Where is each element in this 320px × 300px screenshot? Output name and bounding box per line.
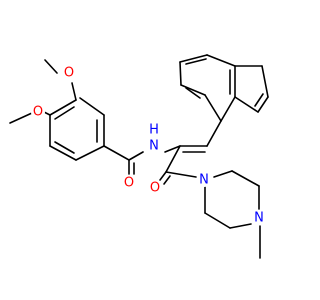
svg-text:O: O bbox=[64, 66, 74, 81]
bond-vinyl-naphthyl bbox=[206, 120, 222, 147]
molecule-structure: O O O N H O N N bbox=[9, 54, 269, 259]
atom-n-amide: N bbox=[147, 139, 161, 154]
atom-n-piperazine-1: N bbox=[197, 173, 211, 188]
svg-text:O: O bbox=[150, 181, 160, 196]
svg-text:O: O bbox=[124, 176, 134, 191]
bond-carbonyl-o-double bbox=[128, 159, 135, 175]
bond-methyl-top bbox=[44, 59, 58, 74]
svg-text:N: N bbox=[149, 139, 159, 154]
bond-vinyl-carbonyl bbox=[165, 145, 181, 173]
bond-vinyl-double bbox=[179, 145, 208, 153]
dimethoxyphenyl-ring bbox=[49, 97, 105, 161]
bond-carbonyl2-o-double bbox=[159, 171, 171, 185]
atom-o-methoxy-top: O bbox=[62, 66, 76, 81]
atom-o-amide-piperazine: O bbox=[148, 181, 162, 196]
bond-ring-o-top bbox=[71, 82, 77, 101]
bond-ring-carbonyl bbox=[103, 145, 130, 161]
bond-ring-o-left bbox=[43, 111, 51, 116]
piperazine-ring bbox=[204, 170, 260, 229]
svg-text:N: N bbox=[199, 173, 209, 188]
atom-h-amide: H bbox=[149, 123, 159, 138]
svg-text:N: N bbox=[254, 211, 264, 226]
bond-methyl-left bbox=[9, 112, 33, 124]
atom-n-piperazine-4: N bbox=[252, 211, 266, 226]
bond-carbonyl-n bbox=[128, 151, 144, 161]
atom-o-amide-benzoyl: O bbox=[122, 176, 136, 191]
naphthalene-ring bbox=[179, 54, 269, 122]
atom-o-methoxy-left: O bbox=[31, 105, 45, 120]
svg-text:O: O bbox=[33, 105, 43, 120]
svg-text:H: H bbox=[149, 123, 159, 138]
bond-n-vinyl bbox=[164, 145, 181, 153]
bond-carbonyl2-n bbox=[165, 171, 197, 178]
